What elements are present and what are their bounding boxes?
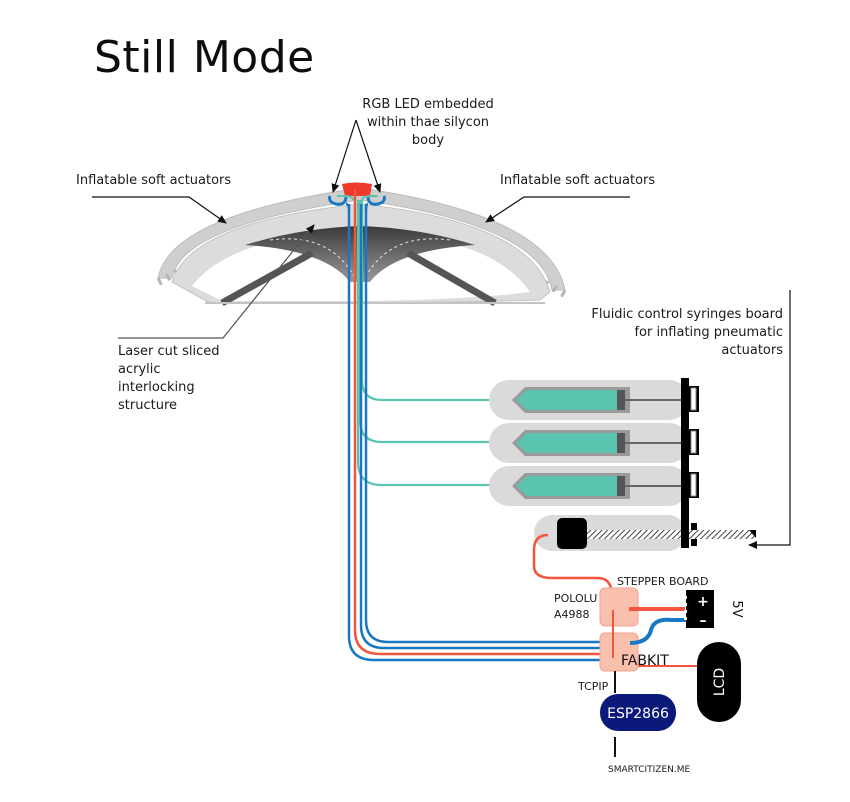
inflatable-right-label: Inflatable soft actuators (500, 173, 656, 188)
syringe-plunger (617, 433, 625, 453)
syringe-clip-inner (690, 387, 697, 411)
syringe-plunger (617, 476, 625, 496)
blue-wire-2 (359, 204, 604, 650)
teal-tube-3 (356, 200, 490, 487)
strut-left (220, 249, 314, 307)
syringe-fluid (516, 390, 617, 410)
actuator-rib (156, 277, 163, 286)
tcpip-label: TCPIP (578, 680, 609, 693)
syringe-clip-inner (690, 430, 697, 454)
rgb-led-label: RGB LED embedded within thae silycon bod… (353, 96, 503, 150)
pololu-label: POLOLU A4988 (554, 591, 597, 623)
rgb-led (342, 182, 372, 196)
fluidic-label-line: Fluidic control syringes board (591, 307, 783, 322)
syringe-fluid (516, 476, 617, 496)
led-hook-right (366, 195, 386, 206)
esp-module (600, 694, 676, 731)
esp-label: ESP2866 (607, 706, 669, 722)
pololu-label-line: A4988 (554, 608, 590, 621)
fluidic-label-line: for inflating pneumatic (634, 325, 783, 340)
inflatable-left-label: Inflatable soft actuators (76, 173, 232, 188)
power-connector (686, 590, 714, 628)
rgb-led-label-line: within thae silycon (366, 115, 490, 130)
page-title: Still Mode (94, 32, 315, 83)
lead-screw (587, 530, 755, 539)
pololu-label-line: POLOLU (554, 592, 598, 605)
strut-right (406, 249, 497, 307)
cable-bundle (337, 190, 604, 662)
fluidic-label-line: actuators (721, 343, 783, 358)
power-plus-label: + (697, 594, 709, 610)
blue-wire-3 (347, 204, 604, 662)
lcd-module (697, 642, 741, 722)
power-negative-wire (629, 617, 686, 645)
actuator-rib (551, 284, 558, 293)
actuator-rib (165, 273, 172, 282)
power-minus-label: – (700, 613, 707, 629)
syringe-2 (489, 423, 699, 463)
led-hook-left (328, 195, 348, 206)
power-label: 5V (729, 600, 744, 617)
blue-wire-1 (364, 204, 604, 644)
syringe-plunger (617, 390, 625, 410)
laser-cut-label-line: structure (118, 398, 177, 413)
laser-cut-label-line: interlocking (118, 380, 195, 395)
fluidic-label: Fluidic control syringes board for infla… (580, 306, 783, 360)
smartcitizen-label: SMARTCITIZEN.ME (608, 765, 691, 775)
syringe-board (489, 378, 756, 551)
fabkit-board (599, 632, 639, 672)
laser-cut-label-line: Laser cut sliced (118, 344, 220, 359)
rgb-led-label-line: body (411, 133, 445, 148)
syringe-3 (489, 466, 699, 506)
laser-cut-label: Laser cut sliced acrylic interlocking st… (118, 343, 219, 415)
red-wire (353, 190, 604, 656)
syringe-1 (489, 380, 699, 420)
syringe-clip-inner (690, 473, 697, 497)
annotation-arrows (92, 119, 791, 549)
laser-cut-label-line: acrylic (118, 362, 161, 377)
motor-wire (532, 533, 614, 610)
rgb-led-label-line: RGB LED embedded (362, 97, 494, 112)
fabkit-label: FABKIT (621, 653, 669, 669)
inflatable-actuator-band (157, 187, 566, 291)
syringe-fluid (516, 433, 617, 453)
lcd-label: LCD (712, 668, 728, 696)
stepper-board-label: STEPPER BOARD (617, 575, 709, 588)
actuator-rib (560, 289, 567, 298)
syringe-board-rail (681, 378, 689, 548)
stepper-motor (557, 518, 587, 549)
